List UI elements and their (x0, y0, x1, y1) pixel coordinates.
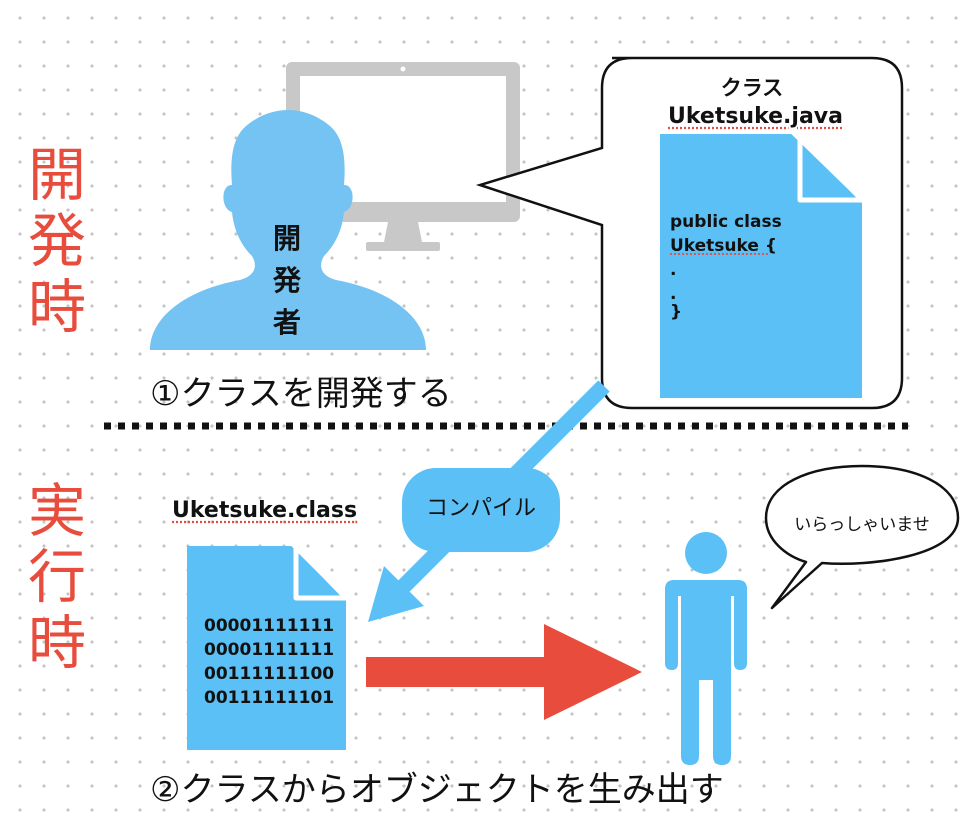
developer-label-char: 開 (272, 222, 301, 255)
object-speech-bubble (764, 464, 960, 610)
developer-label-char: 者 (272, 306, 301, 339)
development-phase-label: 開 発 時 (22, 142, 92, 340)
compile-label: コンパイル (425, 496, 536, 521)
step2-caption: ②クラスからオブジェクトを生み出す (150, 770, 724, 810)
code-line: . (670, 260, 677, 280)
phase-char: 発 (27, 207, 86, 275)
step1-caption: ①クラスを開発する (150, 374, 452, 414)
phase-char: 時 (27, 273, 86, 341)
class-bubble-title: クラス (720, 76, 784, 100)
code-line: public class (670, 212, 782, 232)
binary-line: 00111111100 (204, 664, 335, 684)
class-file-icon (187, 540, 352, 750)
binary-line: 00001111111 (204, 616, 335, 636)
developer-icon (150, 110, 426, 350)
phase-char: 実 (27, 477, 86, 545)
java-filename: Uketsuke.java (668, 104, 843, 129)
compile-arrow (368, 380, 610, 622)
object-person-icon (665, 532, 747, 765)
developer-label: 開 発 者 (262, 218, 312, 344)
object-speech-text: いらっしゃいませ (794, 515, 930, 535)
phase-char: 行 (27, 543, 86, 611)
phase-char: 時 (27, 609, 86, 677)
binary-line: 00111111101 (204, 688, 335, 708)
runtime-phase-label: 実 行 時 (22, 478, 92, 676)
developer-label-char: 発 (272, 264, 301, 297)
binary-line: 00001111111 (204, 640, 335, 660)
class-filename: Uketsuke.class (172, 498, 358, 523)
java-file-icon (660, 128, 868, 398)
code-line: Uketsuke { (670, 236, 777, 256)
code-line: . (670, 284, 677, 304)
code-line: } (670, 302, 683, 322)
instantiate-arrow (366, 624, 642, 720)
phase-char: 開 (27, 141, 86, 209)
